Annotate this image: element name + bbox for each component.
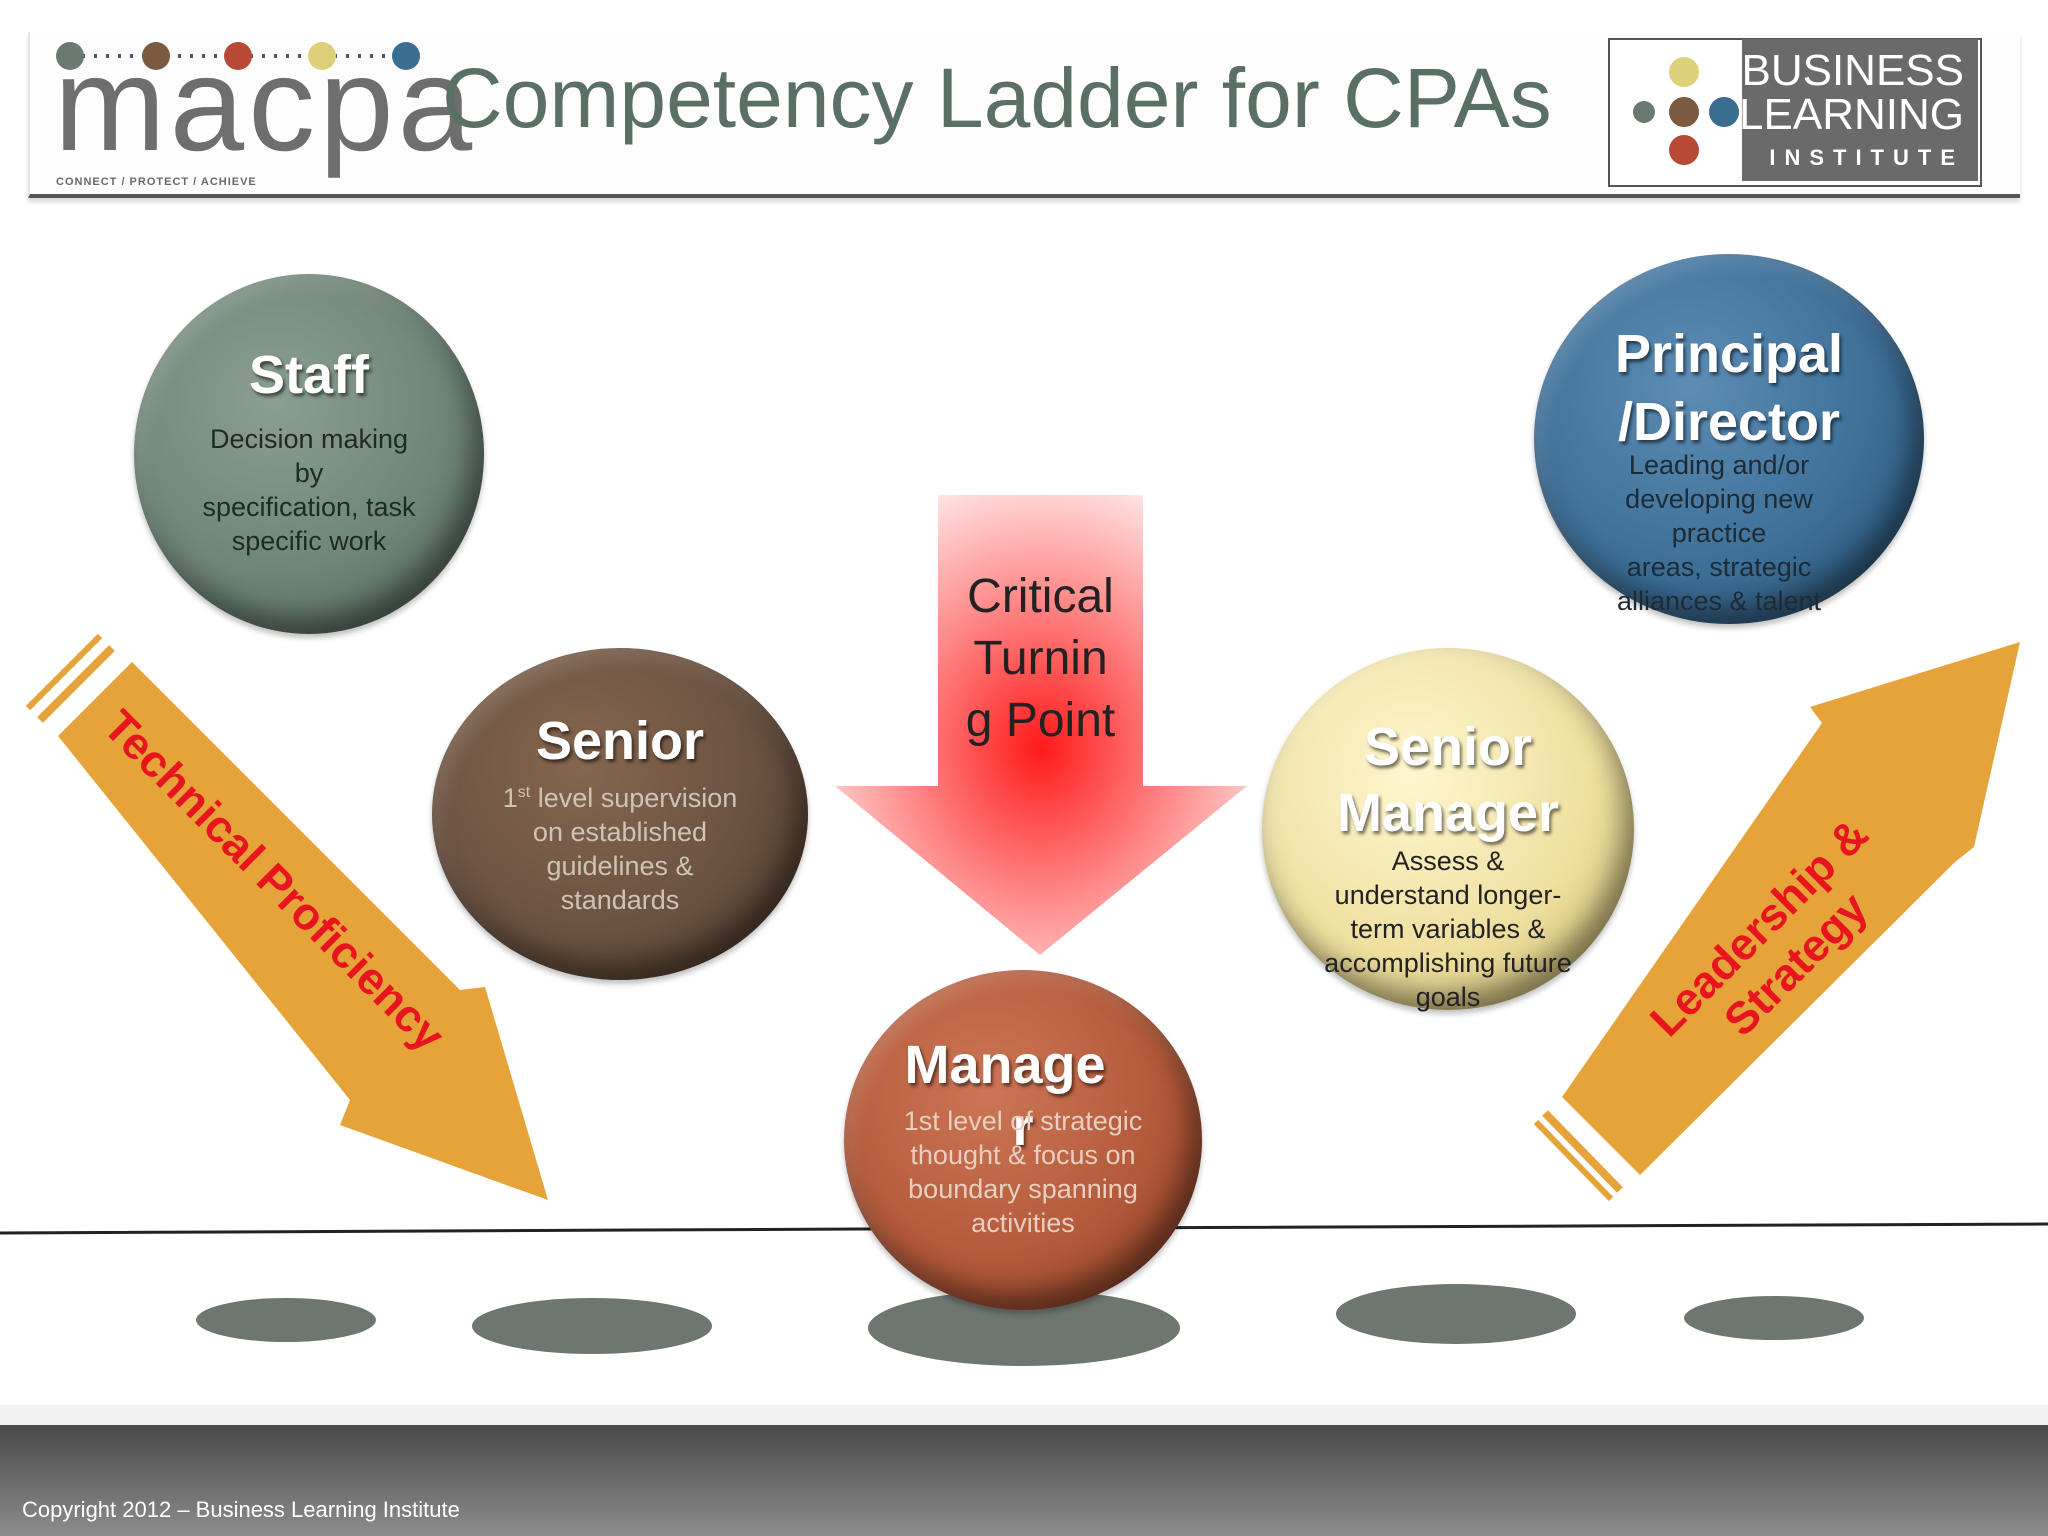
principal-desc-line: Leading and/or — [1628, 450, 1810, 480]
principal-director-circle: Principal /Director Leading and/or devel… — [1534, 254, 1924, 624]
leadership-strategy-arrow — [1533, 642, 2020, 1202]
logo-dot-blue — [392, 42, 420, 70]
senior-circle: Senior 1st level supervision on establis… — [432, 648, 808, 980]
manager-desc-line: thought & focus on — [910, 1140, 1136, 1170]
logo-tagline: CONNECT / PROTECT / ACHIEVE — [56, 176, 257, 188]
senior-manager-desc-line: Assess & — [1391, 846, 1505, 876]
staff-title: Staff — [249, 345, 369, 405]
macpa-logo: macpa — [54, 30, 477, 179]
manager-desc-line: activities — [971, 1208, 1075, 1238]
bli-line-2: LEARNING — [1739, 90, 1964, 139]
senior-manager-title: Senior Manager — [1262, 714, 1634, 846]
senior-desc-line: standards — [560, 885, 680, 915]
principal-title-line-1: Principal — [1614, 324, 1844, 384]
bli-line-1: BUSINESS — [1741, 46, 1964, 95]
principal-desc-line: practice — [1671, 518, 1767, 548]
principal-desc-line: alliances & talent — [1616, 586, 1822, 616]
logo-dot-brown — [142, 42, 170, 70]
manager-shadow — [868, 1290, 1180, 1366]
senior-desc-line: 1st level supervision — [432, 776, 808, 815]
critical-line-1: Critical — [967, 570, 1114, 623]
manager-desc-line: 1st level of strategic — [903, 1106, 1143, 1136]
senior-manager-desc-line: term variables & — [1350, 914, 1546, 944]
staff-description: Decision making by specification, task s… — [134, 422, 484, 558]
bli-wordmark: BUSINESS LEARNING INSTITUTE — [1739, 39, 1978, 181]
critical-turning-point-label: Critical Turnin g Point — [938, 566, 1143, 752]
staff-desc-line: Decision making — [209, 424, 409, 454]
staff-desc-line: specific work — [231, 526, 387, 556]
senior-desc-line: on established — [532, 817, 708, 847]
senior-manager-title-line-1: Senior — [1363, 717, 1533, 777]
logo-dot-yellow — [308, 42, 336, 70]
senior-manager-desc-line: goals — [1415, 982, 1481, 1012]
critical-line-2: Turnin — [973, 632, 1108, 685]
senior-manager-description: Assess & understand longer- term variabl… — [1262, 844, 1634, 1014]
page-title: Competency Ladder for CPAs — [442, 51, 1552, 145]
senior-shadow — [472, 1298, 712, 1354]
critical-turning-point-arrow — [835, 495, 1247, 955]
staff-desc-line: specification, task — [202, 492, 416, 522]
manager-title-line-2: r — [1012, 1097, 1034, 1157]
principal-title-line-2: /Director — [1617, 392, 1841, 452]
senior-manager-desc-line: accomplishing future — [1324, 948, 1572, 978]
senior-title: Senior — [535, 711, 705, 771]
principal-desc-line: areas, strategic — [1626, 552, 1812, 582]
bli-dots-icon — [1633, 57, 1739, 165]
senior-manager-desc-line: understand longer- — [1334, 880, 1562, 910]
manager-description: 1st level of strategic thought & focus o… — [844, 1104, 1202, 1240]
senior-description: 1st level supervision on established gui… — [432, 776, 808, 917]
copyright-text: Copyright 2012 – Business Learning Insti… — [22, 1497, 460, 1522]
staff-circle: Staff Decision making by specification, … — [134, 274, 484, 634]
footer-edge — [0, 1405, 2048, 1427]
senior-desc-line: guidelines & — [546, 851, 694, 881]
logo-dots — [56, 42, 420, 70]
senior-desc-prefix: 1 — [502, 783, 518, 813]
principal-shadow — [1684, 1296, 1864, 1340]
manager-circle: Manage r 1st level of strategic thought … — [844, 970, 1202, 1310]
logo-dot-red — [224, 42, 252, 70]
bli-line-3: INSTITUTE — [1769, 145, 1964, 170]
staff-shadow — [196, 1298, 376, 1342]
senior-manager-circle: Senior Manager Assess & understand longe… — [1262, 648, 1634, 1012]
footer-bar — [0, 1425, 2048, 1536]
principal-description: Leading and/or developing new practice a… — [1524, 448, 1914, 618]
technical-proficiency-arrow — [25, 633, 548, 1200]
manager-desc-line: boundary spanning — [908, 1174, 1138, 1204]
staff-desc-line: by — [294, 458, 324, 488]
senior-desc-text: level supervision — [530, 783, 738, 813]
manager-title: Manage r — [844, 1034, 1202, 1158]
manager-title-line-1: Manage — [904, 1035, 1106, 1095]
senior-desc-sup: st — [517, 784, 531, 801]
principal-desc-line: developing new — [1625, 484, 1813, 514]
critical-line-3: g Point — [965, 694, 1116, 747]
principal-director-title: Principal /Director — [1534, 320, 1924, 456]
logo-dot-gray — [56, 42, 84, 70]
senior-manager-title-line-2: Manager — [1336, 783, 1560, 843]
floor-line — [0, 1222, 2048, 1235]
senior-manager-shadow — [1336, 1284, 1576, 1344]
